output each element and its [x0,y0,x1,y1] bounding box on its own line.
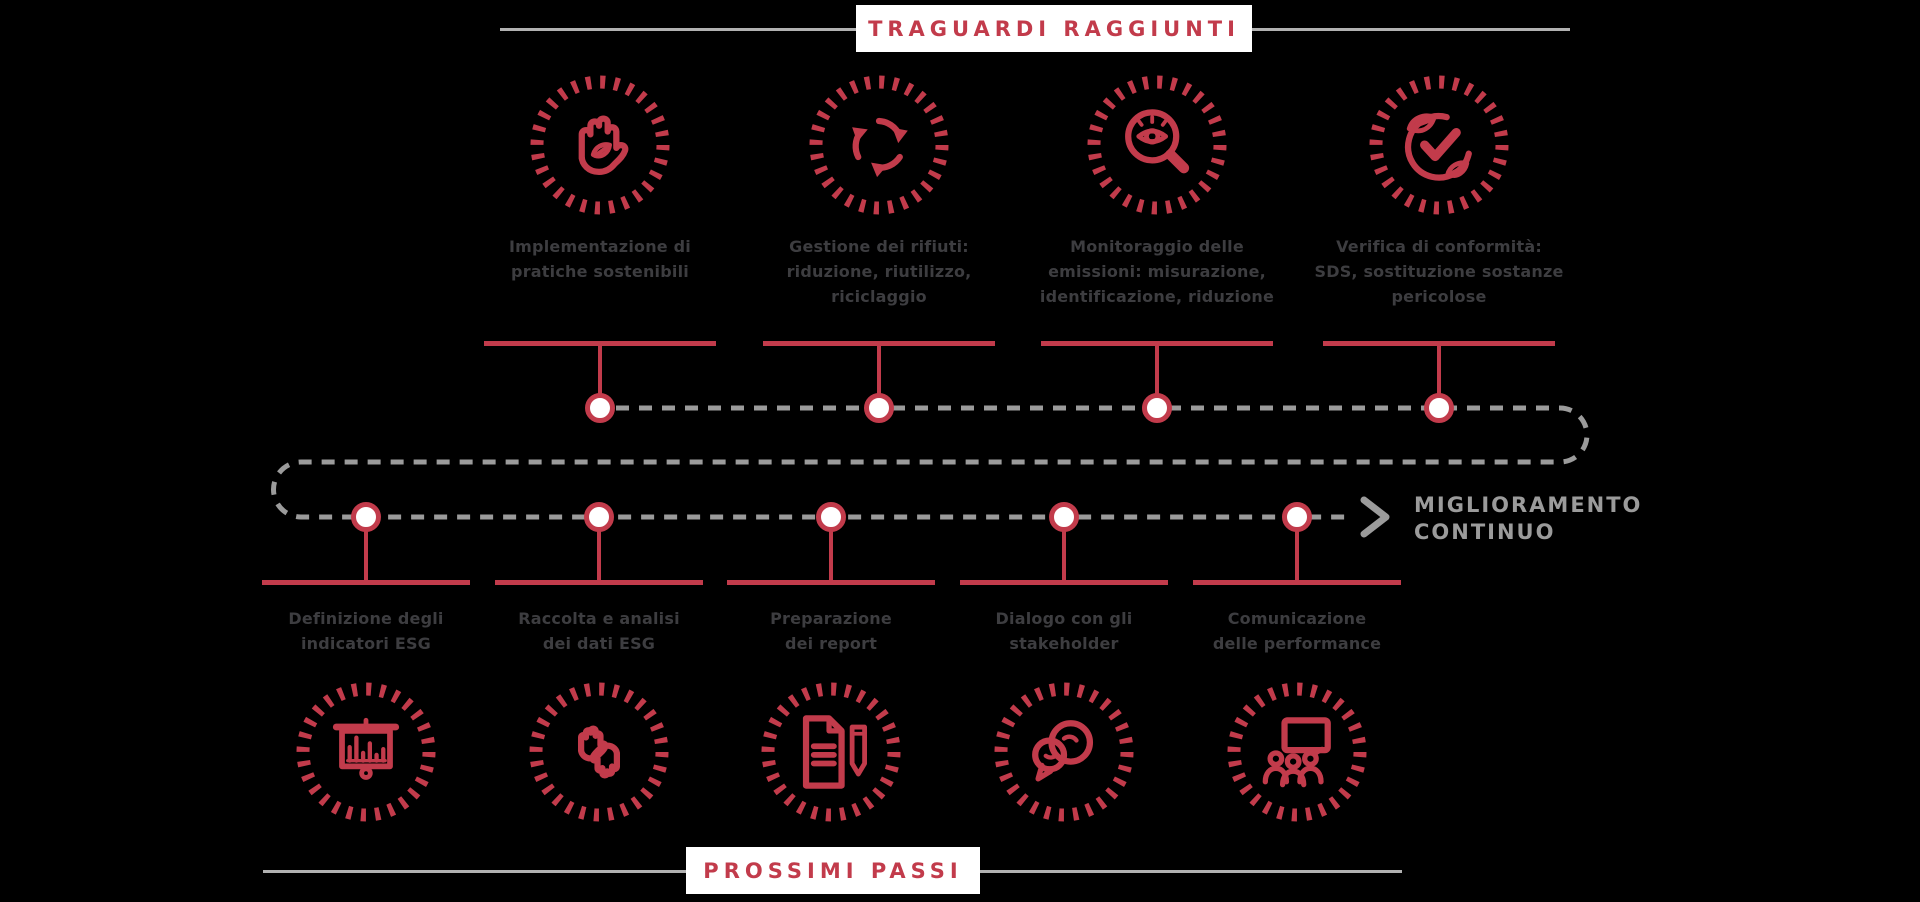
timeline-stem [1155,346,1159,394]
timeline-node [1049,502,1079,532]
timeline-stem [597,531,601,581]
hand-leaf-icon [525,70,675,220]
collaboration-hands-glyph [551,704,647,800]
timeline-node [816,502,846,532]
next-steps-section-title: PROSSIMI PASSI [686,847,980,894]
timeline-bar [495,580,703,585]
achieved-section-title-text: TRAGUARDI RAGGIUNTI [868,16,1240,41]
milestone-label: Monitoraggio delle emissioni: misurazion… [1039,237,1275,306]
ray-ring [529,682,669,822]
recycle-icon [804,70,954,220]
report-pencil-glyph [802,715,867,789]
ray-ring [296,682,436,822]
ray-ring [809,75,949,215]
ray-ring [761,682,901,822]
ray-ring [530,75,670,215]
timeline-stem [598,346,602,394]
timeline-bar [1323,341,1555,346]
improvement-label: MIGLIORAMENTO CONTINUO [1414,492,1642,546]
timeline-bar [484,341,716,346]
milestone-label: Gestione dei rifiuti: riduzione, riutili… [786,237,972,306]
step-label: Definizione degli indicatori ESG [288,609,444,653]
timeline-node [1142,393,1172,423]
timeline-bar [727,580,935,585]
leaf-check-glyph [1404,113,1472,181]
presentation-chart-icon [291,677,441,827]
presentation-chart-glyph [332,717,400,780]
timeline-bar [1193,580,1401,585]
timeline-node [864,393,894,423]
speech-bubbles-glyph [1032,720,1094,782]
magnifier-eye-icon [1082,70,1232,220]
ray-ring [1227,682,1367,822]
ray-ring [1369,75,1509,215]
step-label: Dialogo con gli stakeholder [995,609,1133,653]
timeline-node [1282,502,1312,532]
timeline-stem [364,531,368,581]
timeline-stem [1062,531,1066,581]
timeline-bar [763,341,995,346]
timeline-bar [262,580,470,585]
next-steps-section-title-text: PROSSIMI PASSI [703,858,963,883]
step-label: Comunicazione delle performance [1212,609,1382,653]
collaboration-hands-icon [524,677,674,827]
ray-ring [994,682,1134,822]
report-pencil-icon [756,677,906,827]
speech-bubbles-icon [989,677,1139,827]
leaf-check-icon [1364,70,1514,220]
timeline-stem [1437,346,1441,394]
timeline-stem [829,531,833,581]
achieved-section-title: TRAGUARDI RAGGIUNTI [856,5,1252,52]
recycle-glyph [852,117,908,178]
timeline-node [1424,393,1454,423]
timeline-node [585,393,615,423]
step-label: Preparazione dei report [770,609,892,653]
improvement-label-line1: MIGLIORAMENTO [1414,493,1643,517]
hand-leaf-glyph [552,97,648,193]
audience-screen-glyph [1262,717,1331,788]
audience-screen-icon [1222,677,1372,827]
arrow-icon [1360,496,1390,538]
milestone-label: Implementazione di pratiche sostenibili [509,237,691,281]
step-label: Raccolta e analisi dei dati ESG [518,609,680,653]
improvement-label-line2: CONTINUO [1414,520,1556,544]
ray-ring [1087,75,1227,215]
magnifier-eye-glyph [1125,109,1190,174]
timeline-node [584,502,614,532]
timeline-node [351,502,381,532]
timeline-bar [960,580,1168,585]
timeline-stem [1295,531,1299,581]
timeline-stem [877,346,881,394]
timeline-bar [1041,341,1273,346]
milestone-label: Verifica di conformità: SDS, sostituzion… [1314,237,1564,306]
